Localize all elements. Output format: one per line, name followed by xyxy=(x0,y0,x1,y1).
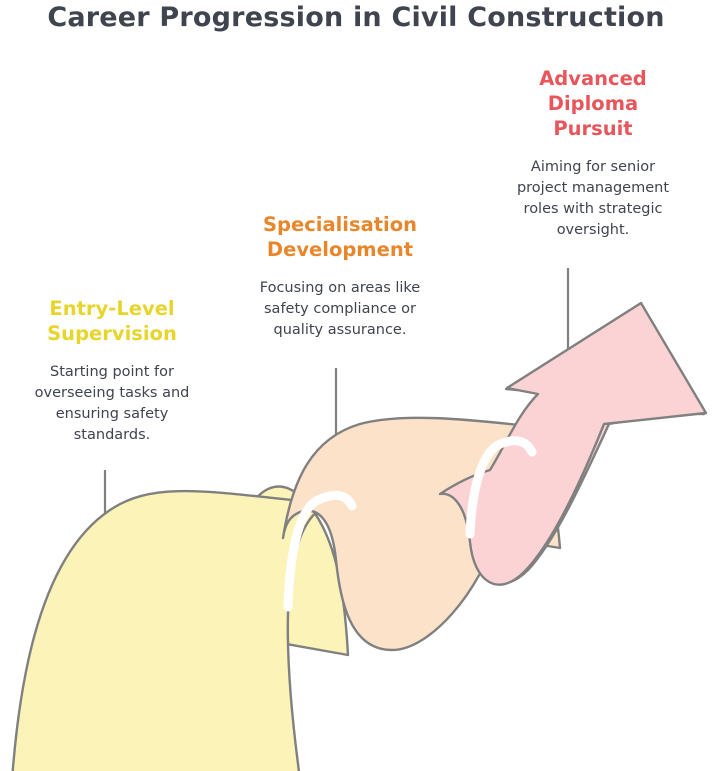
stage-description-line: safety compliance or xyxy=(264,301,416,317)
spacer xyxy=(6,346,218,362)
stage-description-line: oversight. xyxy=(556,222,630,238)
stage-heading-line: Pursuit xyxy=(553,117,633,140)
stage-description-line: standards. xyxy=(73,427,151,443)
stage-entry-level-supervision: Entry-Level Supervision Starting point f… xyxy=(6,296,218,446)
stage-description-line: Aiming for senior xyxy=(530,159,656,175)
spacer xyxy=(236,262,444,278)
fold-gap-entry-specialisation xyxy=(283,490,357,612)
stage-heading-line: Advanced xyxy=(539,67,647,90)
stage-description-advanced-diploma: Aiming for senior project management rol… xyxy=(480,157,706,241)
stage-heading-line: Entry-Level xyxy=(49,297,175,320)
stage-description-line: ensuring safety xyxy=(55,406,169,422)
stage-heading-line: Supervision xyxy=(47,322,177,345)
stage-description-line: Focusing on areas like xyxy=(259,280,421,296)
stage-description-entry-level: Starting point for overseeing tasks and … xyxy=(6,362,218,446)
stage-heading-line: Diploma xyxy=(547,92,639,115)
stage-specialisation-development: Specialisation Development Focusing on a… xyxy=(236,212,444,341)
page-title: Career Progression in Civil Construction xyxy=(47,2,665,33)
advanced-diploma-arrow-head xyxy=(438,301,708,586)
stage-advanced-diploma-pursuit: Advanced Diploma Pursuit Aiming for seni… xyxy=(480,66,706,241)
fold-gap-specialisation-advanced xyxy=(465,436,537,539)
stage-description-line: Starting point for xyxy=(50,364,174,380)
spacer xyxy=(480,141,706,157)
stage-description-line: project management xyxy=(516,180,670,196)
stage-heading-specialisation: Specialisation Development xyxy=(236,212,444,262)
stage-description-specialisation: Focusing on areas like safety compliance… xyxy=(236,278,444,341)
entry-level-face xyxy=(11,489,332,771)
stage-description-line: roles with strategic xyxy=(523,201,663,217)
stage-heading-advanced-diploma: Advanced Diploma Pursuit xyxy=(480,66,706,141)
stage-description-line: quality assurance. xyxy=(273,322,407,338)
ribbon-segment-advanced-diploma xyxy=(438,301,708,586)
stage-description-line: overseeing tasks and xyxy=(34,385,190,401)
stage-heading-line: Development xyxy=(266,238,414,261)
stage-heading-line: Specialisation xyxy=(262,213,418,236)
stage-heading-entry-level: Entry-Level Supervision xyxy=(6,296,218,346)
